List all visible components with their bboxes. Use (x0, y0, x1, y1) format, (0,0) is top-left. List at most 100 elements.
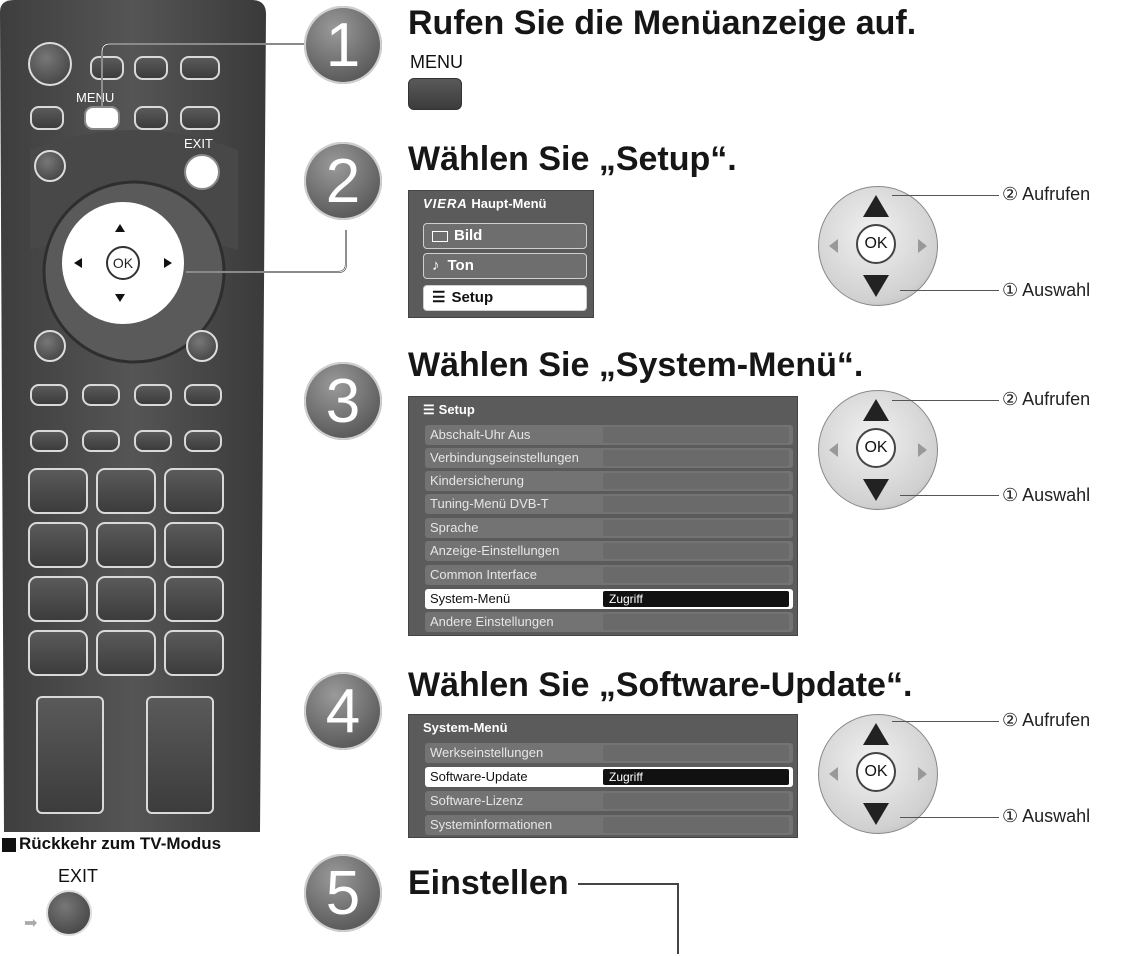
left-arrow-icon (829, 239, 838, 253)
number-button[interactable] (28, 522, 88, 568)
system-item[interactable]: Systeminformationen (425, 815, 793, 835)
setup-item-label: Verbindungseinstellungen (430, 450, 579, 465)
ok-icon: OK (856, 428, 896, 468)
picture-icon (432, 230, 448, 242)
remote-button[interactable] (134, 430, 172, 452)
remote-button[interactable] (30, 384, 68, 406)
main-menu-item-label: Bild (454, 227, 483, 244)
system-item-label: Software-Lizenz (430, 793, 524, 808)
setup-item-value (603, 520, 789, 536)
pad-diagram: OK (818, 714, 938, 834)
right-arrow-icon (918, 767, 927, 781)
return-note: Rückkehr zum TV-Modus (2, 834, 221, 854)
remote-control: MENU EXIT OK (0, 0, 268, 832)
number-button[interactable] (96, 522, 156, 568)
setup-item[interactable]: Andere Einstellungen (425, 612, 793, 632)
setup-item[interactable]: Common Interface (425, 565, 793, 585)
setup-item[interactable]: Anzeige-Einstellungen (425, 541, 793, 561)
down-arrow-icon (863, 275, 889, 297)
setup-item-label: Sprache (430, 520, 479, 535)
number-button[interactable] (96, 576, 156, 622)
remote-round-button[interactable] (34, 330, 66, 362)
remote-button[interactable] (184, 384, 222, 406)
remote-button[interactable] (30, 106, 64, 130)
step-1-title: Rufen Sie die Menüanzeige auf. (408, 4, 917, 42)
remote-body (0, 0, 266, 832)
setup-menu-heading: Setup (438, 402, 475, 417)
left-arrow-icon (829, 443, 838, 457)
remote-button[interactable] (180, 106, 220, 130)
pad-diagram: OK (818, 186, 938, 306)
system-item[interactable]: Werkseinstellungen (425, 743, 793, 763)
power-button[interactable] (28, 42, 72, 86)
ok-button[interactable]: OK (106, 246, 140, 280)
system-item-value (603, 745, 789, 761)
remote-button[interactable] (134, 56, 168, 80)
menu-button-icon (408, 78, 462, 110)
large-button[interactable] (146, 696, 214, 814)
number-button[interactable] (164, 468, 224, 514)
right-arrow-icon (164, 258, 172, 268)
left-arrow-icon (74, 258, 82, 268)
setup-item[interactable]: Abschalt-Uhr Aus (425, 425, 793, 445)
remote-button[interactable] (90, 56, 124, 80)
remote-button[interactable] (82, 384, 120, 406)
main-menu: VIERA Haupt-Menü Bild ♪Ton ☰Setup (408, 190, 594, 318)
setup-item[interactable]: Kindersicherung (425, 471, 793, 491)
setup-item-value (603, 427, 789, 443)
exit-label: EXIT (184, 136, 213, 151)
number-button[interactable] (96, 468, 156, 514)
setup-item-value (603, 496, 789, 512)
system-item-label: Werkseinstellungen (430, 745, 544, 760)
remote-button[interactable] (30, 430, 68, 452)
number-button[interactable] (96, 630, 156, 676)
remote-button[interactable] (134, 384, 172, 406)
setup-item-label: Abschalt-Uhr Aus (430, 427, 531, 442)
callout-line (900, 495, 999, 496)
setup-item[interactable]: Sprache (425, 518, 793, 538)
system-item-label: Systeminformationen (430, 817, 553, 832)
list-icon: ☰ (423, 402, 435, 417)
dpad[interactable]: OK (62, 202, 184, 324)
system-menu: System-Menü Werkseinstellungen Software-… (408, 714, 798, 838)
menu-button[interactable] (84, 106, 120, 130)
number-button[interactable] (164, 630, 224, 676)
main-menu-item-bild[interactable]: Bild (423, 223, 587, 249)
system-item[interactable]: Software-Lizenz (425, 791, 793, 811)
setup-item-value (603, 567, 789, 583)
exit-button[interactable] (184, 154, 220, 190)
setup-item-value (603, 614, 789, 630)
up-arrow-icon (863, 399, 889, 421)
large-button[interactable] (36, 696, 104, 814)
setup-item-value: Zugriff (603, 591, 789, 607)
setup-item-value (603, 473, 789, 489)
arrow-right-icon: ➡ (24, 915, 38, 932)
number-button[interactable] (28, 576, 88, 622)
select-label: ① Auswahl (1002, 280, 1091, 300)
system-item-value (603, 817, 789, 833)
exit-button[interactable] (46, 890, 92, 936)
number-button[interactable] (164, 576, 224, 622)
step-2-number: 2 (304, 142, 382, 220)
number-button[interactable] (28, 630, 88, 676)
main-menu-item-ton[interactable]: ♪Ton (423, 253, 587, 279)
remote-button[interactable] (82, 430, 120, 452)
number-button[interactable] (28, 468, 88, 514)
remote-button[interactable] (184, 430, 222, 452)
return-label: Rückkehr zum TV-Modus (19, 834, 222, 853)
number-button[interactable] (164, 522, 224, 568)
setup-item[interactable]: Verbindungseinstellungen (425, 448, 793, 468)
callout-line (892, 195, 999, 196)
step-3-title: Wählen Sie „System-Menü“. (408, 346, 864, 384)
callout-line (900, 290, 999, 291)
remote-round-button[interactable] (34, 150, 66, 182)
remote-round-button[interactable] (186, 330, 218, 362)
main-menu-item-setup[interactable]: ☰Setup (423, 285, 587, 311)
remote-button[interactable] (180, 56, 220, 80)
setup-menu: ☰Setup Abschalt-Uhr Aus Verbindungseinst… (408, 396, 798, 636)
remote-button[interactable] (134, 106, 168, 130)
callout-line (900, 817, 999, 818)
setup-item[interactable]: Tuning-Menü DVB-T (425, 494, 793, 514)
